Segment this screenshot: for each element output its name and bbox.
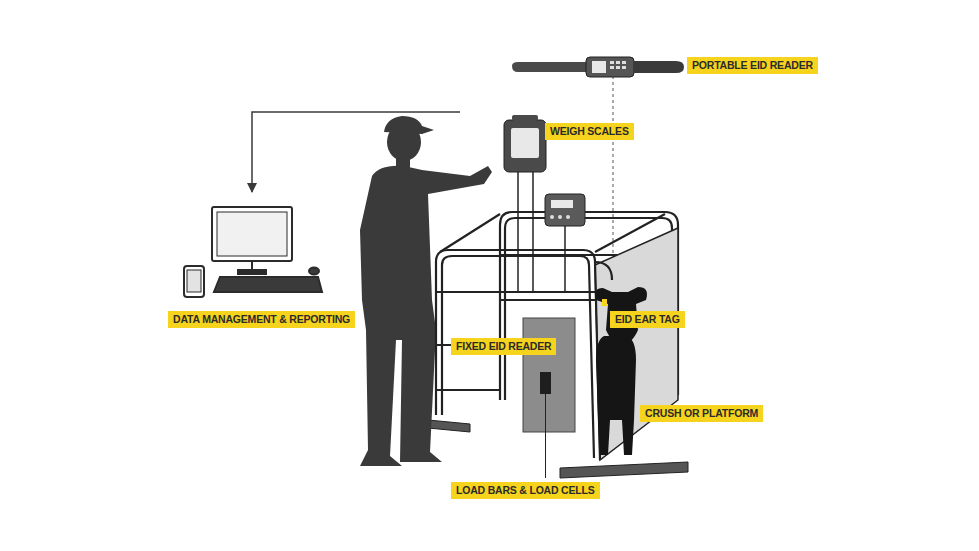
part-label: FIXED EID READER — [451, 338, 556, 355]
part-label: WEIGH SCALES — [545, 123, 634, 140]
crush-floor — [595, 228, 678, 460]
weigh-scales — [504, 115, 546, 292]
part-label: LOAD BARS & LOAD CELLS — [451, 482, 600, 499]
portable-eid-reader — [512, 57, 684, 77]
reader-display — [545, 194, 585, 292]
computer — [184, 207, 322, 297]
crush-front — [436, 250, 612, 460]
part-label: EID EAR TAG — [610, 311, 685, 328]
part-label: DATA MANAGEMENT & REPORTING — [168, 311, 355, 328]
part-label: CRUSH OR PLATFORM — [640, 405, 763, 422]
part-label: PORTABLE EID READER — [687, 57, 818, 74]
